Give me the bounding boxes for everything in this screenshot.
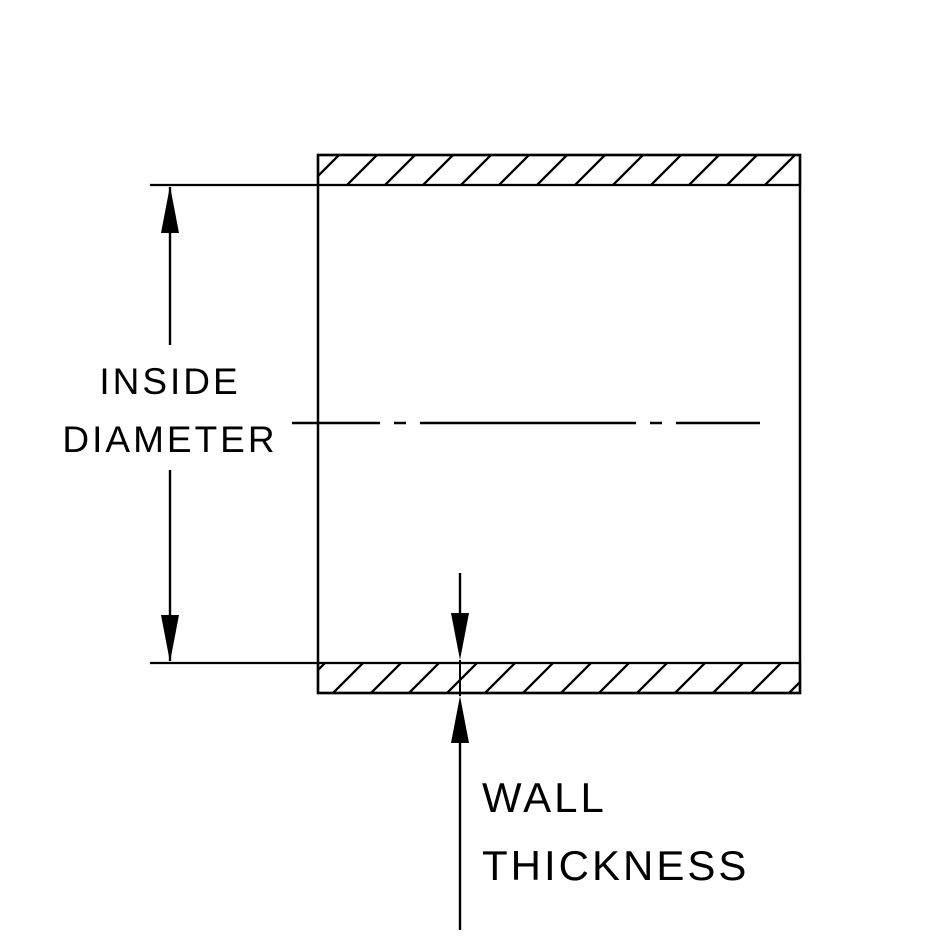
inside-diameter-arrow-up-icon <box>161 186 179 233</box>
inside-diameter-label-line2: DIAMETER <box>62 419 277 460</box>
wall-thickness-label-line1: WALL <box>482 774 607 821</box>
wall-thickness-arrow-up-icon <box>451 696 469 743</box>
inside-diameter-arrow-down-icon <box>161 615 179 662</box>
wall-thickness-label-line2: THICKNESS <box>482 842 749 889</box>
top-wall-section-hatch <box>316 153 802 187</box>
bottom-wall-section-hatch <box>316 661 802 695</box>
wall-thickness-arrow-down-icon <box>451 613 469 660</box>
inside-diameter-label-line1: INSIDE <box>99 361 240 402</box>
